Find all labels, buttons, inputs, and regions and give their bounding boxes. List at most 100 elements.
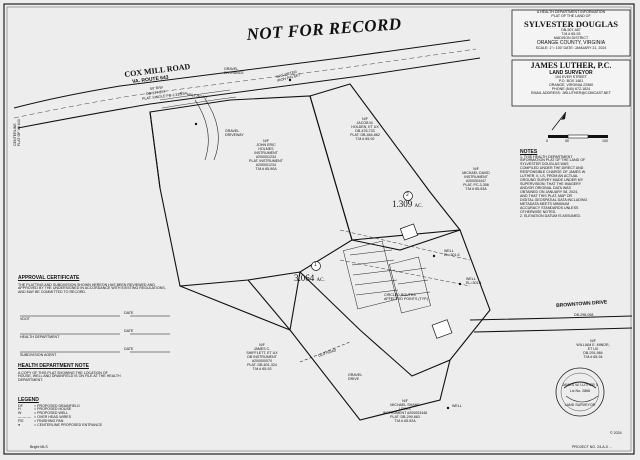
adjoiner-line: WILLIAM E. MINOR, bbox=[576, 342, 610, 347]
health-note-text: A COPY OF THIS PLAT SHOWING THE LOCATION… bbox=[18, 370, 121, 383]
approval-certificate: APPROVAL CERTIFICATE THE PLATTING AND SU… bbox=[18, 275, 174, 295]
surveyor-block: JAMES LUTHER, P.C. LAND SURVEYOR 104 EVE… bbox=[512, 61, 630, 96]
north-arrow-icon bbox=[551, 111, 567, 131]
note-line: OBTAINED ON JANUARY 08, 2024, bbox=[520, 190, 579, 195]
adjoiner-line: HOLDEN, ET UX bbox=[351, 124, 379, 129]
owner-deed-ref: DB-507-487 bbox=[561, 28, 581, 33]
adjoiner-line: JAMES C. bbox=[253, 346, 271, 351]
seal-number: Lic No. 2866 bbox=[569, 389, 591, 393]
surveyor-address-1: 104 EVER STREET bbox=[555, 75, 587, 80]
legend-text: = PROPOSED WELL bbox=[34, 411, 69, 416]
note-line: GROUND SURVEY MADE UNDER MY bbox=[520, 178, 584, 183]
legend-item: FIE= FINISHING PAN bbox=[18, 419, 138, 424]
adjoiner-line: ET UX bbox=[587, 346, 599, 351]
survey-points bbox=[194, 78, 462, 410]
driveway-curve bbox=[194, 98, 219, 161]
parcel-1-area: 3.064 AC. bbox=[294, 273, 325, 284]
parcel-2-id: 2 bbox=[406, 192, 409, 198]
legend-item: DF= PROPOSED DRAINFIELD bbox=[18, 403, 138, 409]
proposed-houses bbox=[399, 223, 453, 339]
adjoiner-line: PLAT: PC-3-356 bbox=[463, 182, 489, 187]
adjoiner-line: N/F bbox=[402, 399, 408, 403]
adjoiner-line: #200004447 bbox=[466, 178, 486, 183]
adjoiner-line: T.M.# 65-93A bbox=[465, 186, 487, 191]
adjoiner-line: PLAT: DB-601-324 bbox=[247, 362, 277, 367]
adjoiner-line: N/F bbox=[590, 339, 596, 343]
note-line: METADATA MEETS MINIMUM bbox=[520, 201, 570, 206]
legend-symbol: H bbox=[18, 407, 21, 412]
adjoiner-line: N/F bbox=[362, 117, 368, 121]
surveyor-name: JAMES LUTHER, P.C. bbox=[530, 61, 612, 70]
legend-item: ●= CENTERLINE PROPOSED ENTRANCE bbox=[18, 423, 138, 428]
legend-symbol: — — — bbox=[18, 415, 31, 420]
legend-symbol: ● bbox=[18, 423, 21, 428]
note-line: 2. ELEVATION DATUM IS ASSUMED. bbox=[520, 213, 582, 218]
health-note-heading: HEALTH DEPARTMENT NOTE bbox=[18, 363, 89, 369]
surveyor-address-2: P.O. BOX 1481 bbox=[558, 79, 584, 84]
gravel-entrance-label: GRAVEL ENTRANCE bbox=[224, 67, 244, 75]
scale-date: SCALE: 1"= 100' DATE: JANUARY 21, 2024 bbox=[535, 45, 607, 50]
surveyor-phone: PHONE (540) 672-1824 bbox=[551, 87, 591, 92]
note-line: LUTHER, II, LS, FROM AN ACTUAL bbox=[520, 174, 579, 179]
adjoiner-line: T.M.# 65-94 bbox=[583, 354, 603, 359]
parcel-number-circles bbox=[311, 191, 413, 271]
approval-row-health: HEALTH DEPARTMENT bbox=[20, 335, 60, 339]
note-line: AND THAT THIS PLAT, MAP OR bbox=[520, 194, 573, 199]
surveyor-seal-icon bbox=[555, 367, 605, 417]
note-line: SUPERVISION; THAT THE IMAGERY bbox=[520, 182, 582, 187]
adjoiner-line: MICHAEL SHANE bbox=[390, 402, 420, 407]
adjoiner-line: T.M.# 65-93 bbox=[252, 366, 272, 371]
owner-tax-map: T.M.# 65-93 bbox=[561, 32, 581, 37]
adjoiner-line: #200001234 bbox=[256, 154, 276, 159]
overhead-wires bbox=[339, 229, 471, 287]
seal-name: JAMES W. LUTHER II bbox=[562, 383, 598, 387]
property-boundaries bbox=[149, 83, 633, 421]
seal-title: LAND SURVEYOR bbox=[564, 403, 596, 407]
approval-row-vdot: VDOT bbox=[20, 317, 30, 321]
legend-item: H = PROPOSED HOUSE bbox=[18, 407, 138, 412]
adjoiner-line: #200000070 bbox=[252, 358, 272, 363]
surveyor-address-3: ORANGE, VIRGINIA 22960 bbox=[548, 83, 594, 88]
health-note: HEALTH DEPARTMENT NOTE A COPY OF THIS PL… bbox=[18, 363, 128, 383]
adjoiner-line: INSTRUMENT #200003446 bbox=[382, 410, 428, 415]
parcel-2-area: 1.309 AC. bbox=[392, 199, 423, 210]
drainfield-areas bbox=[343, 240, 431, 314]
legend-item: — — —= OVER HEAD WIRES bbox=[18, 415, 138, 420]
surveyor-email: EMAIL ADDRESS: JWLUTHER@COMCAST.NET bbox=[531, 91, 611, 96]
browntown-ref: DB-298-098 bbox=[574, 313, 594, 317]
legend-text: = OVER HEAD WIRES bbox=[34, 415, 72, 420]
adjoiner-line: DB-291-984 bbox=[583, 350, 603, 355]
owner-name: SYLVESTER DOUGLAS bbox=[524, 18, 618, 29]
old-road bbox=[299, 341, 351, 363]
title-block-header-2: PLAT OF THE LAND OF bbox=[551, 13, 591, 18]
adjoiner-line: JOHN ERIC bbox=[256, 142, 276, 147]
adjoiner-line: LEWIS bbox=[399, 406, 411, 411]
legend-symbol: W bbox=[18, 411, 22, 416]
adjoiner-line: PLAT: DB-464-662 bbox=[350, 132, 380, 137]
note-line: AND/OR ORIGINAL DATA WAS bbox=[520, 186, 571, 191]
adjoiner-line: N/F bbox=[259, 343, 265, 347]
legend-text: = PROPOSED HOUSE bbox=[34, 407, 72, 412]
left-margin-label: CENTERLINE FLAT OF VA 643 bbox=[13, 119, 21, 146]
approval-row-agent: SUBDIVISION AGENT bbox=[20, 353, 57, 357]
adjoiner-line: HOLMES bbox=[258, 146, 274, 151]
gravel-driveway-label: GRAVEL DRIVEWAY bbox=[225, 129, 244, 137]
footer-right: PROJECT NO. 24-A-0 … bbox=[572, 445, 613, 449]
adjoiner-line: MICHAEL DAVID bbox=[462, 170, 490, 175]
parcel-1-id: 1 bbox=[314, 262, 317, 268]
well-2-label: WELL EL=301.4 bbox=[466, 277, 482, 285]
adjoiner-line: JACOB M. bbox=[356, 120, 374, 125]
legend-text: = FINISHING PAN bbox=[34, 419, 64, 424]
adjoiner-line: DB-476-733 bbox=[355, 128, 375, 133]
legend-symbol: DF bbox=[18, 403, 23, 408]
note-line: COMPILED UNDER THE DIRECT AND bbox=[520, 166, 584, 171]
adjoiner-line: SHIFFLETT, ET UX bbox=[246, 350, 278, 355]
